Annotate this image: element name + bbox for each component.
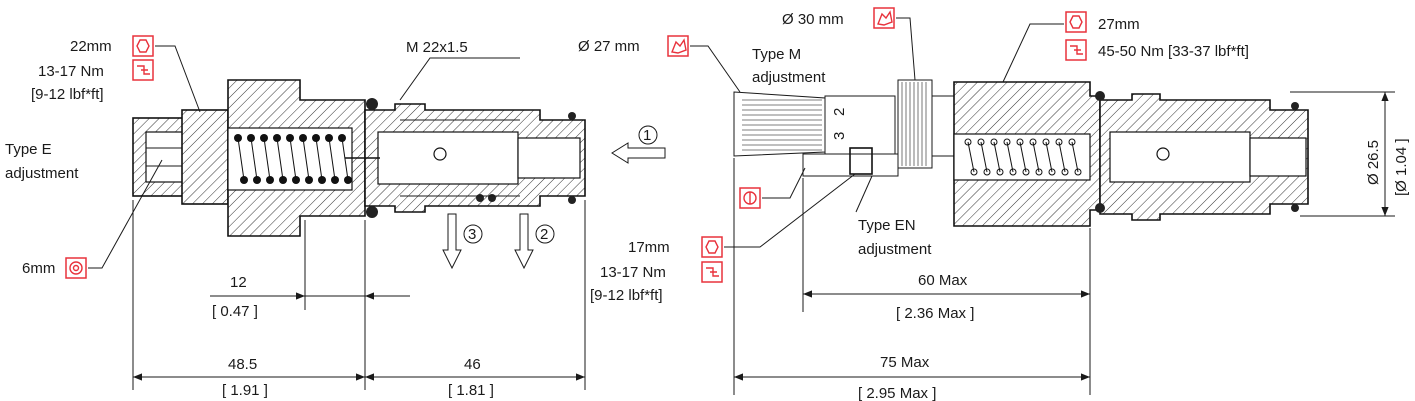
hand-icon <box>671 38 687 54</box>
type-m-label: Type M <box>752 46 801 63</box>
knob-dia-label: Ø 27 mm <box>578 38 640 55</box>
type-m-adjustment-label: adjustment <box>752 69 826 86</box>
right-torque-label: 45-50 Nm [33-37 lbf*ft] <box>1098 43 1249 60</box>
socket-icon <box>69 261 83 275</box>
wrench-icon <box>706 267 719 277</box>
port-2-circle <box>535 224 555 244</box>
knob-leader <box>690 45 741 93</box>
nut-torque-lbf-label: [9-12 lbf*ft] <box>590 287 663 304</box>
handwheel <box>897 79 933 169</box>
socket-icon <box>65 257 87 279</box>
hex-leader <box>155 45 201 113</box>
dim-60-label: 60 Max <box>918 272 968 289</box>
spring <box>234 134 352 184</box>
port-1-label: 1 <box>643 127 651 144</box>
hex-icon <box>705 240 719 254</box>
thread-leader <box>399 57 520 101</box>
nut-hex-label: 17mm <box>628 239 670 256</box>
dim-12-label: 12 <box>230 274 247 291</box>
dim-60-in-label: [ 2.36 Max ] <box>896 305 974 322</box>
dim-48-label: 48.5 <box>228 356 257 373</box>
thread-label: M 22x1.5 <box>406 39 468 56</box>
dim-46-in-label: [ 1.81 ] <box>448 382 494 399</box>
dim-48-in-label: [ 1.91 ] <box>222 382 268 399</box>
wrench-icon <box>137 65 150 75</box>
hex-icon <box>1065 11 1087 33</box>
flow-arrow-2 <box>514 213 534 270</box>
port-1-circle <box>638 125 658 145</box>
hand-icon <box>877 10 893 26</box>
scale-mark-2: 2 <box>831 108 848 116</box>
en-nut <box>849 147 873 175</box>
flow-arrow-3 <box>442 213 462 270</box>
hex-icon <box>132 35 154 57</box>
right-valve-drawing: 2 3 <box>733 79 1309 227</box>
right-hex-leader <box>1002 23 1064 83</box>
type-en-label: Type EN <box>858 217 916 234</box>
dim-75-label: 75 Max <box>880 354 930 371</box>
knob <box>733 91 826 157</box>
dia-in-label: [Ø 1.04 ] <box>1393 138 1410 196</box>
right-hex-size-label: 27mm <box>1098 16 1140 33</box>
lock-nut <box>181 109 229 205</box>
dim-75-in-label: [ 2.95 Max ] <box>858 385 936 401</box>
hex-icon <box>701 236 723 258</box>
cartridge-nose <box>517 137 581 179</box>
hex-icon <box>136 39 150 53</box>
nut-leader <box>724 173 856 248</box>
scale-mark-3: 3 <box>831 132 848 140</box>
nut-torque-nm-label: 13-17 Nm <box>600 264 666 281</box>
handwheel-leader <box>896 17 916 81</box>
dim-46-label: 46 <box>464 356 481 373</box>
port-2-label: 2 <box>540 226 548 243</box>
type-e-adjustment-label: adjustment <box>5 165 79 182</box>
hex-icon <box>1069 15 1083 29</box>
cartridge-bore <box>377 131 519 185</box>
torque-lbf-label: [9-12 lbf*ft] <box>31 86 104 103</box>
dia-mm-label: Ø 26.5 <box>1365 140 1382 185</box>
wrench-icon <box>1070 45 1083 55</box>
allen-leader <box>88 159 163 269</box>
type-en-leader <box>855 175 873 213</box>
cap-bore <box>145 131 187 183</box>
hex-size-label: 22mm <box>70 38 112 55</box>
type-en-adjustment-label: adjustment <box>858 241 932 258</box>
right-cartridge-bore <box>1109 131 1251 183</box>
left-valve-drawing <box>132 79 586 237</box>
torque-nm-label: 13-17 Nm <box>38 63 104 80</box>
right-cartridge-nose <box>1249 137 1307 177</box>
port-3-circle <box>463 224 483 244</box>
port-3-label: 3 <box>468 226 476 243</box>
allen-size-label: 6mm <box>22 260 55 277</box>
screwdriver-leader <box>762 167 806 199</box>
handwheel-dia-label: Ø 30 mm <box>782 11 844 28</box>
dim-12-in-label: [ 0.47 ] <box>212 303 258 320</box>
flow-arrow-1 <box>611 142 666 164</box>
type-e-label: Type E <box>5 141 52 158</box>
